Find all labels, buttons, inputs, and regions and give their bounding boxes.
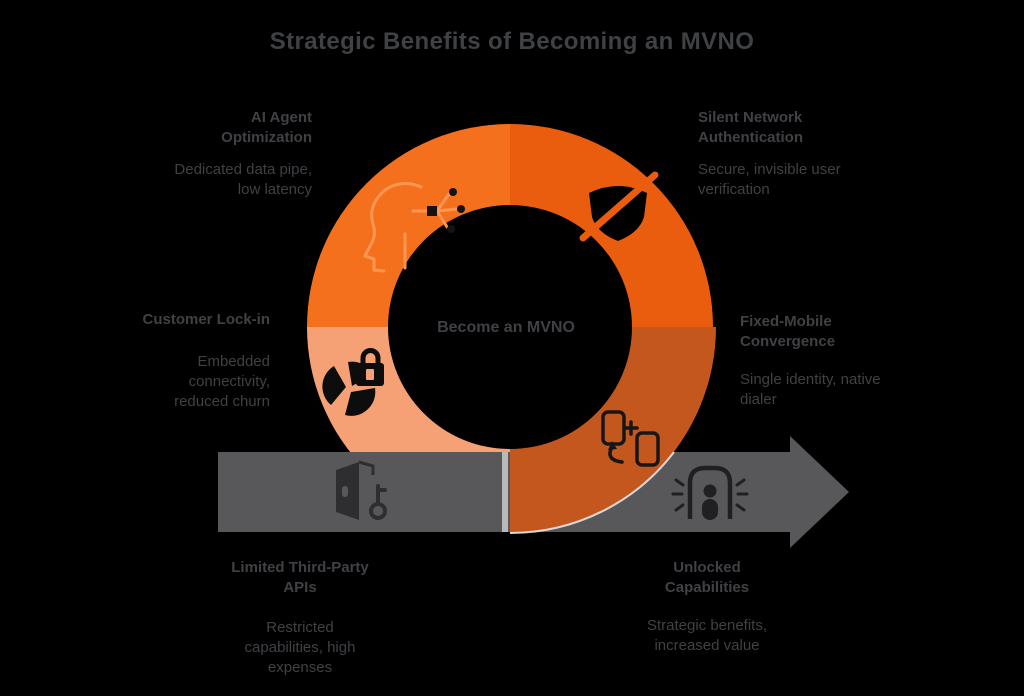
- callout-silent-network-authentication: Silent Network Authentication Secure, in…: [698, 108, 943, 200]
- donut-segment-highlight-edge: [509, 451, 675, 535]
- callout-heading: AI Agent Optimization: [221, 109, 312, 146]
- callout-heading: Silent Network Authentication: [698, 109, 803, 146]
- ai-head-icon: [363, 182, 465, 273]
- shield-slash-icon: [579, 171, 659, 242]
- page-title: Strategic Benefits of Becoming an MVNO: [269, 28, 755, 55]
- door-key-icon: [336, 460, 387, 520]
- callout-body: Restricted capabilities, high expenses: [244, 619, 356, 676]
- callout-body: Strategic benefits, increased value: [646, 617, 768, 654]
- callout-fixed-mobile-convergence: Fixed-Mobile Convergence Single identity…: [740, 312, 955, 410]
- donut-center-label: Become an MVNO: [437, 319, 575, 336]
- callout-heading: Limited Third-Party APIs: [231, 559, 369, 596]
- callout-ai-agent-optimization: AI Agent Optimization Dedicated data pip…: [62, 108, 312, 200]
- callout-customer-lock-in: Customer Lock-in Embedded connectivity, …: [30, 310, 270, 412]
- pie-lock-icon: [322, 348, 384, 416]
- callout-body: Single identity, native dialer: [740, 371, 881, 408]
- phone-sync-icon: [601, 410, 660, 467]
- donut-segment-fixed-mobile: [510, 327, 716, 533]
- callout-body: Dedicated data pipe, low latency: [174, 161, 312, 198]
- callout-limited-third-party-apis: Limited Third-Party APIs Restricted capa…: [150, 558, 450, 678]
- donut-segment-ai-agent: [307, 124, 510, 327]
- arrow-divider: [502, 452, 508, 532]
- callout-heading: Customer Lock-in: [142, 311, 270, 328]
- callout-heading: Fixed-Mobile Convergence: [740, 313, 836, 350]
- callout-body: Embedded connectivity, reduced churn: [174, 353, 270, 410]
- callout-unlocked-capabilities: Unlocked Capabilities Strategic benefits…: [557, 558, 857, 656]
- person-door-icon: [671, 465, 749, 520]
- callout-body: Secure, invisible user verification: [698, 161, 841, 198]
- callout-heading: Unlocked Capabilities: [664, 559, 750, 596]
